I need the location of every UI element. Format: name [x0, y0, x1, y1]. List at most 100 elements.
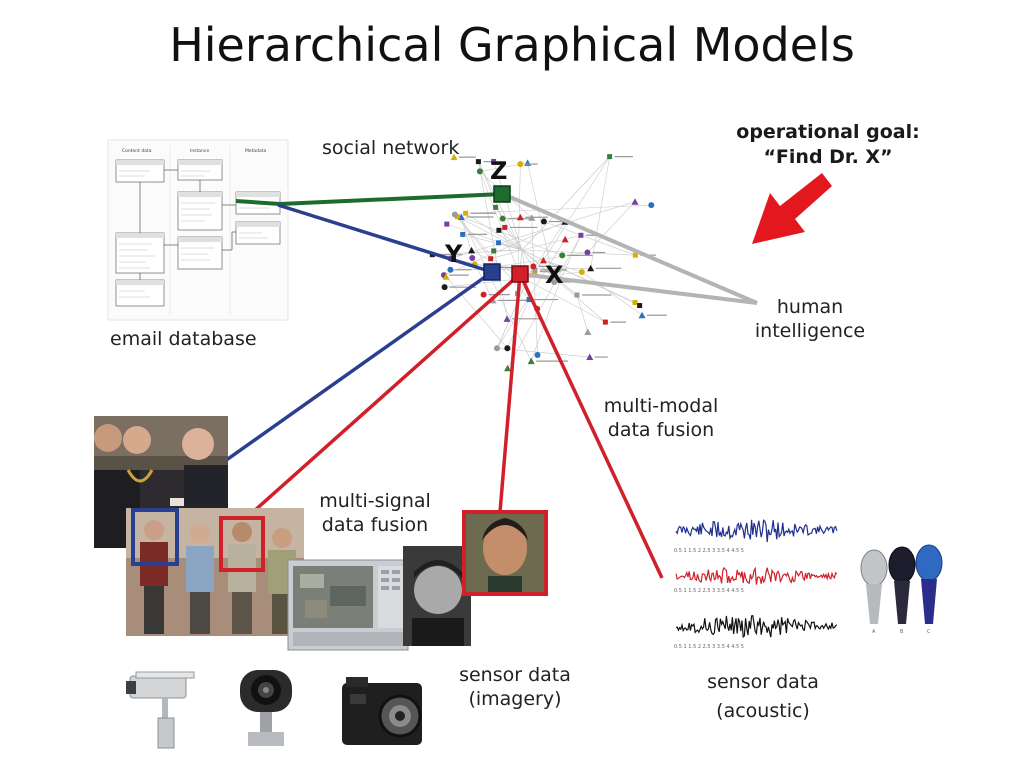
network-edge [521, 156, 610, 251]
network-edge [504, 227, 523, 251]
network-node [631, 198, 639, 205]
network-node [551, 278, 558, 285]
human-intelligence-label: human intelligence [750, 296, 870, 344]
surveillance-monitor [287, 559, 409, 651]
x-acoustic-link [518, 273, 664, 579]
network-node [463, 210, 469, 216]
network-node [503, 315, 511, 322]
network-node [526, 297, 532, 303]
network-node [638, 311, 646, 319]
network-node [587, 264, 595, 272]
network-node [450, 153, 458, 161]
network-node [504, 345, 511, 352]
network-edge [446, 223, 523, 251]
acoustic-line2: (acoustic) [716, 699, 810, 722]
network-edge [457, 216, 523, 251]
network-edge [471, 250, 606, 323]
network-node [493, 204, 499, 210]
network-edge [560, 235, 582, 280]
x-face-link-1 [242, 272, 522, 522]
x-face-link-2 [498, 273, 522, 513]
node-z-letter: Z [490, 157, 507, 185]
network-edge [454, 214, 491, 259]
network-node [517, 161, 524, 168]
social-network-label: social network [322, 137, 460, 159]
network-node [540, 218, 547, 225]
network-edge [495, 207, 523, 251]
cctv-camera-icon [126, 671, 195, 749]
network-node [444, 221, 450, 227]
network-node [469, 254, 476, 261]
network-node [574, 292, 580, 298]
human-link-x [519, 272, 758, 305]
network-edge [496, 347, 590, 358]
network-edge [531, 217, 538, 355]
network-edge [462, 234, 523, 251]
network-node [496, 227, 502, 233]
mic-label-b: B [900, 629, 904, 635]
network-edge [507, 235, 582, 369]
network-edge [581, 271, 643, 316]
network-node [648, 202, 655, 209]
network-node [475, 159, 481, 165]
network-edge [450, 201, 636, 259]
svg-text:0.5 1 1.5 2 2.5 3 3.5 4 4.5 5: 0.5 1 1.5 2 2.5 3 3.5 4 4.5 5 [674, 644, 744, 650]
network-edge [461, 216, 532, 362]
node-y [483, 263, 501, 281]
network-node [532, 267, 538, 273]
portrait-photo-gray [403, 546, 471, 646]
network-node [578, 232, 584, 238]
network-node [539, 256, 547, 264]
network-node [559, 252, 566, 259]
network-node [637, 303, 643, 309]
multimodal-line2: data fusion [607, 418, 715, 441]
network-node [447, 266, 454, 273]
mic-label-a: A [872, 629, 876, 635]
network-node [528, 214, 536, 221]
network-node [460, 231, 466, 237]
human-line2: intelligence [754, 319, 866, 342]
network-node [578, 269, 585, 276]
network-node [476, 168, 483, 175]
network-node [442, 273, 450, 280]
network-edge [493, 249, 523, 252]
network-node [493, 345, 500, 352]
mic-label-c: C [927, 629, 931, 635]
operational-goal-line1: operational goal: [736, 121, 920, 143]
network-node [468, 246, 476, 254]
network-node [584, 249, 591, 256]
network-node [454, 214, 460, 220]
human-line1: human [776, 296, 844, 318]
microphone-c-icon [915, 544, 943, 624]
network-node [441, 284, 448, 291]
imagery-line2: (imagery) [468, 687, 562, 710]
network-node [607, 154, 613, 160]
node-z [493, 185, 511, 203]
network-node [524, 159, 532, 166]
imagery-line1: sensor data [459, 664, 571, 686]
email-database-schema: Content data Instance Metadata [107, 139, 289, 321]
sensor-imagery-label: sensor data (imagery) [450, 664, 580, 712]
network-node [527, 357, 535, 365]
dome-camera-icon [240, 670, 292, 746]
network-node [496, 240, 502, 246]
network-edge [521, 249, 578, 296]
network-edge [457, 216, 538, 309]
db-col-instance: Instance [190, 148, 209, 154]
network-edge [493, 161, 523, 251]
waveform-blue [675, 519, 838, 543]
digital-camera-icon [342, 677, 422, 745]
node-x [511, 265, 529, 283]
group-photo [126, 508, 304, 636]
network-edge [478, 161, 508, 319]
network-node [632, 300, 638, 306]
network-edge [521, 249, 636, 256]
network-edge [530, 279, 561, 362]
email-database-label: email database [110, 328, 257, 350]
network-edge [443, 221, 566, 276]
acoustic-line1: sensor data [707, 671, 819, 693]
network-node [491, 158, 497, 164]
operational-goal-line2: “Find Dr. X” [763, 145, 893, 168]
network-node [584, 328, 592, 336]
network-node [504, 364, 512, 372]
